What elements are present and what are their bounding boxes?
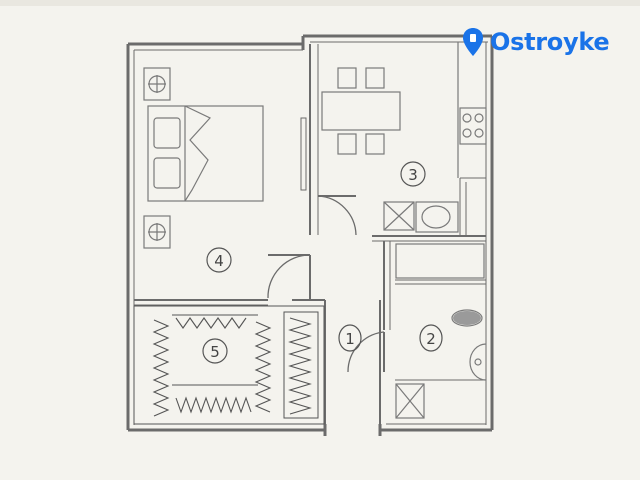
room-number-2: 2 bbox=[426, 330, 436, 348]
room-label-1: 1 bbox=[338, 324, 362, 352]
doors bbox=[267, 195, 385, 373]
kitchen-counter bbox=[457, 42, 487, 178]
toilet-bowl bbox=[453, 311, 481, 325]
hanger-rail-mid bbox=[254, 321, 272, 413]
brand-name: Ostroyke bbox=[490, 28, 610, 56]
hanger-rail-left bbox=[152, 319, 170, 417]
nightstand-top bbox=[143, 67, 171, 101]
hanger-rail-bottom bbox=[175, 396, 252, 414]
kitchen-sink bbox=[383, 201, 459, 233]
room-label-5: 5 bbox=[202, 338, 228, 364]
brand-logo: Ostroyke bbox=[462, 22, 610, 62]
paper-edge-top bbox=[0, 0, 640, 6]
room-number-4: 4 bbox=[214, 252, 224, 270]
room-number-3: 3 bbox=[408, 166, 418, 184]
room-number-5: 5 bbox=[210, 343, 220, 361]
kitchen-door bbox=[317, 195, 357, 236]
shower bbox=[395, 243, 485, 279]
room-label-4: 4 bbox=[206, 247, 232, 273]
bed bbox=[147, 105, 264, 202]
dining-table bbox=[321, 67, 401, 155]
bathroom-sink bbox=[469, 343, 487, 381]
toilet bbox=[451, 309, 483, 327]
furniture bbox=[143, 42, 487, 419]
utility-box bbox=[395, 383, 425, 419]
room-labels: 1 2 3 4 5 bbox=[202, 161, 443, 364]
nightstand-bottom bbox=[143, 215, 171, 249]
room-number-1: 1 bbox=[345, 330, 355, 348]
wardrobe bbox=[133, 305, 325, 425]
interior-walls bbox=[134, 44, 486, 424]
hanger-rail-top bbox=[175, 317, 247, 329]
room-label-3: 3 bbox=[400, 161, 426, 187]
bathroom-door bbox=[347, 331, 385, 373]
map-pin-icon bbox=[463, 28, 483, 56]
bedroom-door bbox=[267, 254, 311, 299]
room-label-2: 2 bbox=[419, 324, 443, 352]
hanger-rail-right bbox=[288, 317, 312, 415]
